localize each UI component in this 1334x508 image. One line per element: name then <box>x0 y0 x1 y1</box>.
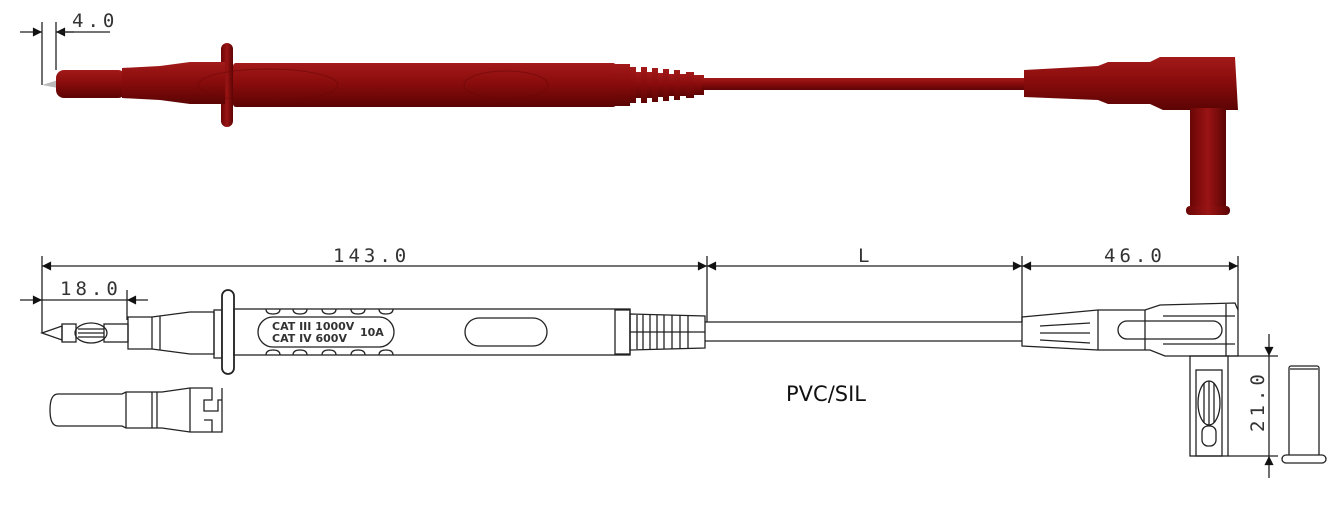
top-view-probe: 4.0 <box>20 10 1238 215</box>
marking-cat-iii: CAT III 1000V <box>272 320 355 333</box>
grip-notches <box>265 308 394 356</box>
dimension-tip-top: 4.0 <box>20 10 118 85</box>
protective-cap <box>1281 365 1327 464</box>
dimension-label-tip-top: 4.0 <box>72 10 118 32</box>
dimension-cable-length: L <box>707 245 1023 322</box>
dimension-label-cable-length: L <box>858 245 873 267</box>
bottom-view-drawing: 143.0 L 46.0 18.0 <box>20 245 1327 478</box>
dimension-connector-length: 46.0 <box>1021 245 1239 310</box>
marking-cat-iv: CAT IV 600V <box>272 332 347 345</box>
dimension-label-probe-length: 143.0 <box>333 245 410 267</box>
tip-cap <box>49 387 223 433</box>
dimension-probe-length: 143.0 <box>41 245 708 333</box>
cable-material-label: PVC/SIL <box>786 382 866 406</box>
marking-current: 10A <box>360 326 384 339</box>
strain-relief <box>614 309 706 355</box>
dimension-label-connector-length: 46.0 <box>1104 245 1166 267</box>
dimension-tip-length: 18.0 <box>20 278 148 320</box>
dimension-plug-height: 21.0 <box>1228 334 1278 478</box>
dimension-label-plug-height: 21.0 <box>1247 370 1269 432</box>
dimension-label-tip-length: 18.0 <box>60 278 122 300</box>
angled-connector <box>1021 302 1239 457</box>
